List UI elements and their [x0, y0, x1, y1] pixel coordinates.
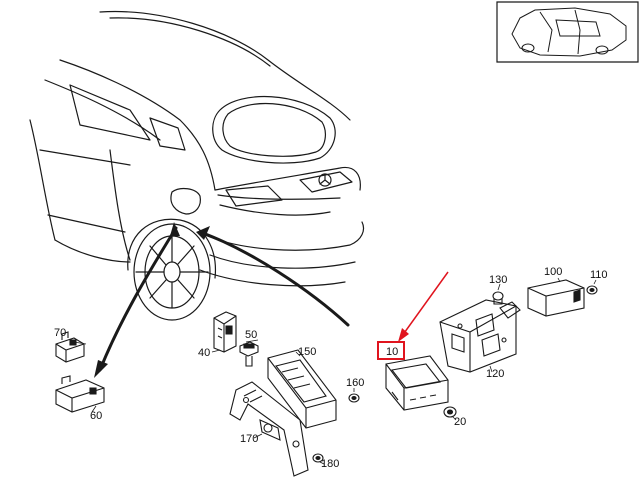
- part-100-module: [528, 280, 584, 316]
- part-120-bracket: [440, 300, 520, 372]
- callout-10: 10: [386, 346, 399, 358]
- callout-170: 170: [240, 433, 259, 445]
- part-130-screw: [493, 292, 503, 304]
- callout-10-highlight-box: 10: [377, 341, 405, 360]
- callout-180: 180: [321, 458, 340, 470]
- callout-150: 150: [298, 346, 317, 358]
- callout-160: 160: [346, 377, 365, 389]
- part-70-sensor: [56, 332, 84, 362]
- callout-20: 20: [454, 416, 467, 428]
- callout-110: 110: [590, 269, 608, 281]
- part-150-module: [268, 350, 336, 428]
- callout-50: 50: [245, 329, 258, 341]
- part-50-clip: [240, 342, 258, 366]
- callout-120: 120: [486, 368, 505, 380]
- callout-130: 130: [489, 274, 508, 286]
- leader-arrows: [100, 228, 348, 370]
- callout-leaders: [74, 278, 596, 464]
- callout-40: 40: [198, 347, 211, 359]
- highlight-arrow: [398, 272, 448, 342]
- part-60-sensor: [56, 376, 104, 412]
- part-170-bracket: [230, 382, 308, 476]
- vehicle-rear-illustration: [30, 12, 364, 320]
- callout-70: 70: [54, 327, 67, 339]
- part-10-control-unit: [386, 356, 448, 410]
- part-20-nut: [444, 407, 456, 417]
- part-180-nut: [313, 454, 323, 462]
- callout-60: 60: [90, 410, 103, 422]
- callout-100: 100: [544, 266, 563, 278]
- part-110-nut: [587, 286, 597, 294]
- inset-vehicle-thumbnail: [497, 2, 638, 62]
- arrow-heads: [94, 222, 210, 378]
- part-160-nut: [349, 394, 359, 402]
- part-40-bracket: [214, 312, 236, 352]
